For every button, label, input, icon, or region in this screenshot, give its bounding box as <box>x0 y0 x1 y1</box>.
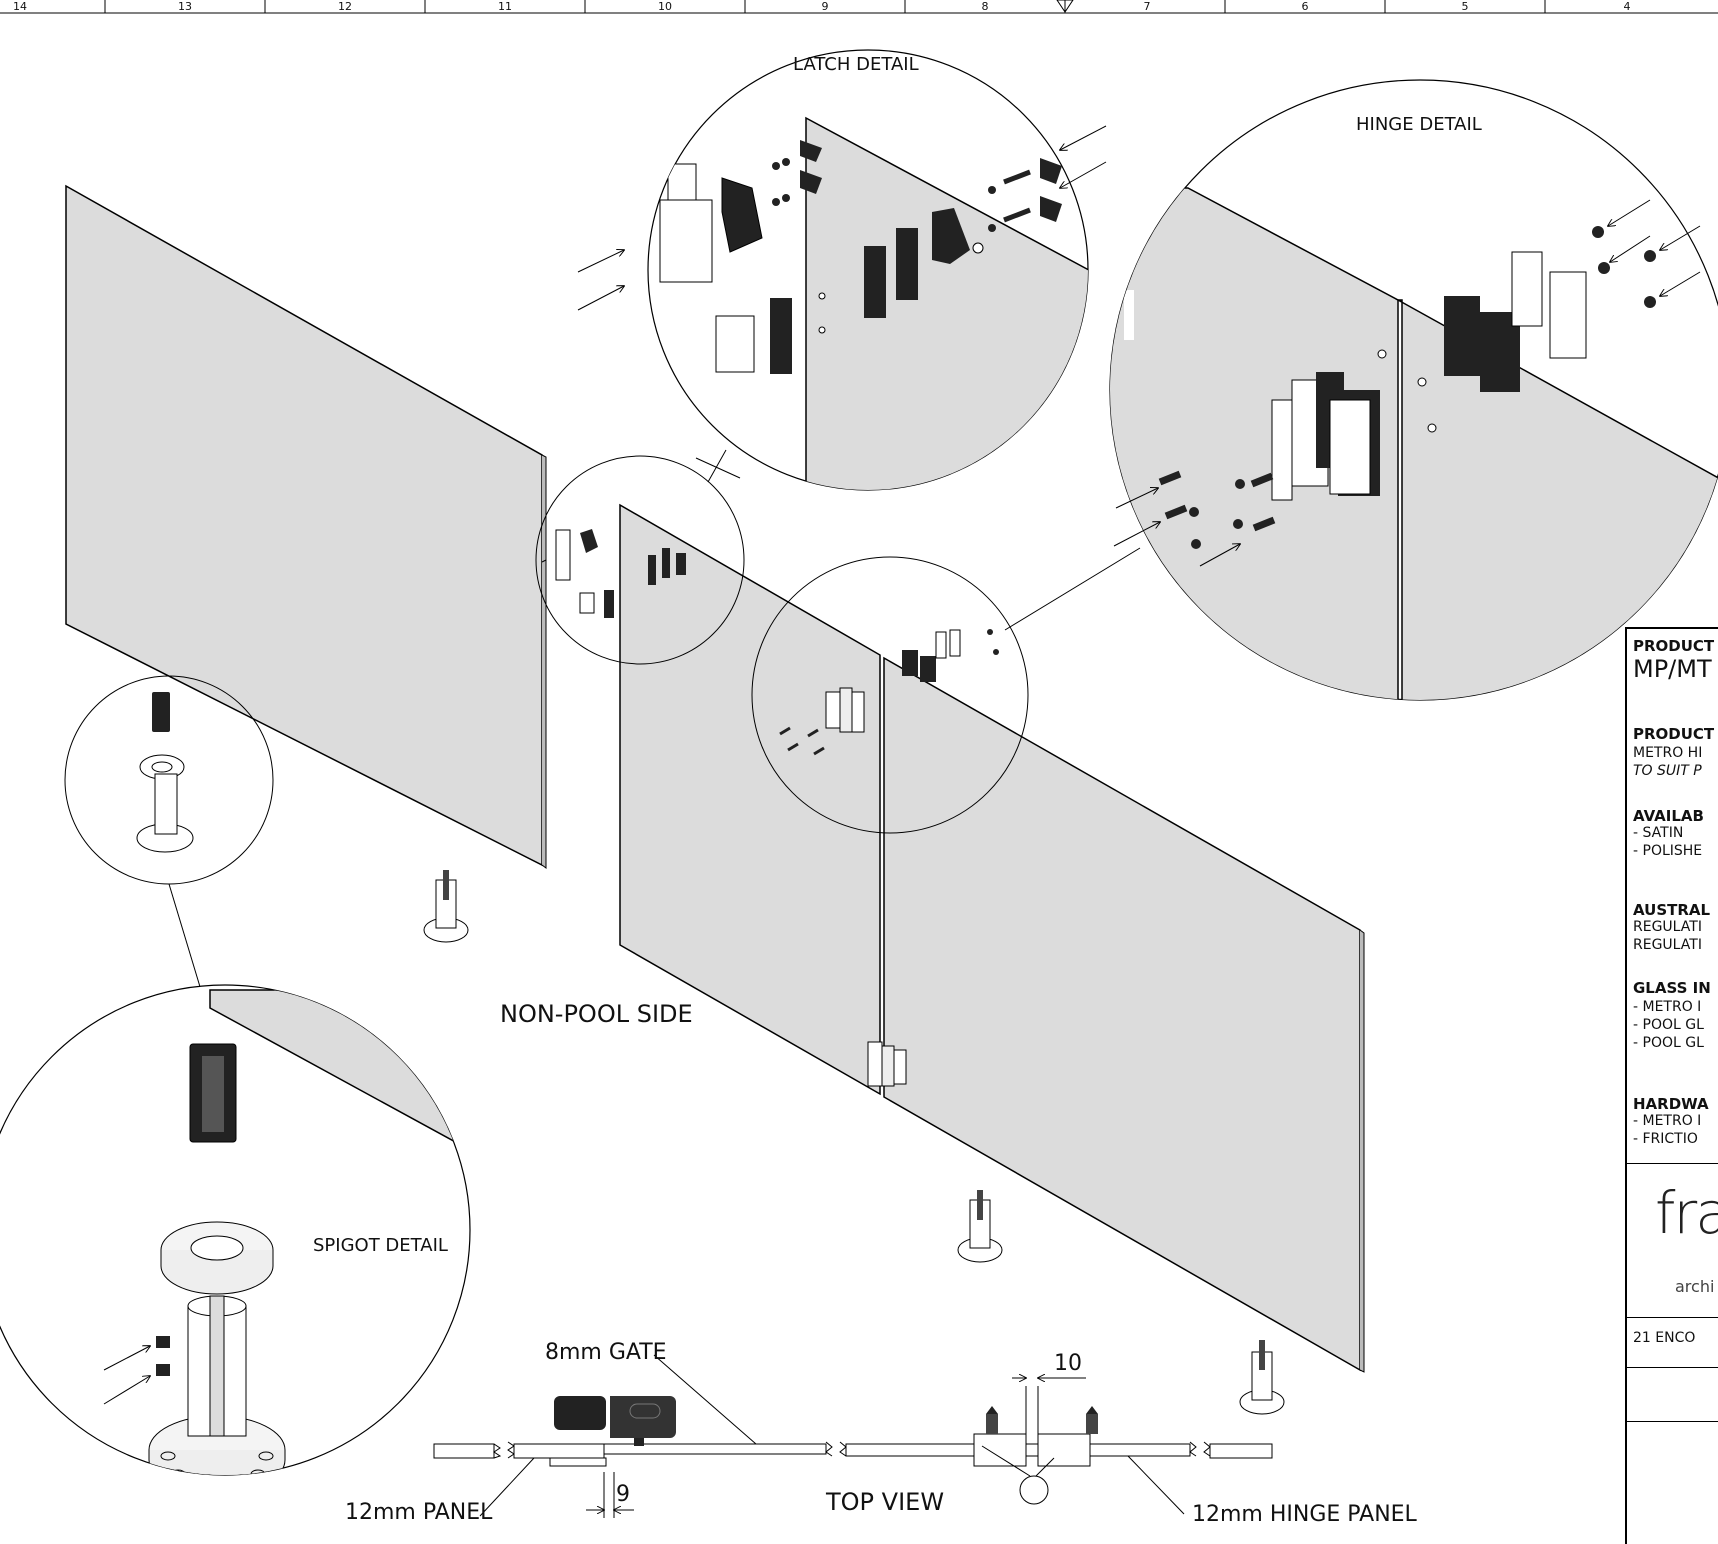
ruler-number: 12 <box>338 0 352 13</box>
lower-hinge <box>867 1041 907 1087</box>
hinge-detail <box>1109 79 1718 701</box>
top-view-label: TOP VIEW <box>826 1488 945 1516</box>
hinge-panel-12mm-label: 12mm HINGE PANEL <box>1192 1502 1417 1527</box>
leader-lines <box>707 449 1141 631</box>
hinge-detail-label: HINGE DETAIL <box>1356 114 1482 135</box>
ruler-number: 14 <box>13 0 27 13</box>
dimension-10-label: 10 <box>1054 1351 1082 1376</box>
glass-item-3: - POOL GL <box>1633 1035 1704 1051</box>
ruler-number: 7 <box>1143 0 1151 13</box>
australian-heading: AUSTRAL <box>1633 901 1711 919</box>
hardware-item-1: - METRO I <box>1633 1113 1702 1129</box>
spigot-callout-circle <box>64 675 274 1011</box>
top-ruler <box>0 0 1718 14</box>
gate-8mm-label: 8mm GATE <box>545 1340 667 1365</box>
panel-12mm-label: 12mm PANEL <box>345 1500 493 1525</box>
top-view <box>433 1354 1273 1518</box>
ruler-number: 5 <box>1461 0 1469 13</box>
product-line-2: TO SUIT P <box>1633 763 1702 779</box>
product-code: MP/MT <box>1633 655 1712 683</box>
glass-item-2: - POOL GL <box>1633 1017 1704 1033</box>
product-code-heading: PRODUCT <box>1633 637 1715 655</box>
gate-panel <box>619 503 881 1096</box>
product-heading: PRODUCT <box>1633 725 1715 743</box>
glass-item-1: - METRO I <box>1633 999 1702 1015</box>
ruler-number: 6 <box>1301 0 1309 13</box>
ruler-number: 11 <box>498 0 512 13</box>
latch-detail <box>577 49 1107 491</box>
dimension-9-label: 9 <box>616 1482 630 1507</box>
title-block: PRODUCT MP/MT PRODUCT METRO HI TO SUIT P… <box>1625 627 1718 1544</box>
spigot-detail <box>0 984 471 1476</box>
ruler-number: 4 <box>1623 0 1631 13</box>
regulation-1: REGULATI <box>1633 919 1702 935</box>
spigot-model-3 <box>1239 1340 1285 1415</box>
ruler-number: 8 <box>981 0 989 13</box>
ruler-number: 9 <box>821 0 829 13</box>
company-logo: fra <box>1655 1179 1718 1247</box>
latch-callout-circle <box>535 455 745 665</box>
spigot-model-2 <box>957 1190 1003 1263</box>
hardware-item-2: - FRICTIO <box>1633 1131 1698 1147</box>
ruler-number: 10 <box>658 0 672 13</box>
hinge-callout-circle <box>751 556 1029 834</box>
regulation-2: REGULATI <box>1633 937 1702 953</box>
non-pool-side-label: NON-POOL SIDE <box>500 1000 693 1028</box>
hinge-panel <box>883 656 1365 1373</box>
latch-detail-label: LATCH DETAIL <box>793 54 919 75</box>
finish-satin: - SATIN <box>1633 825 1684 841</box>
hardware-heading: HARDWA <box>1633 1095 1709 1113</box>
company-address: 21 ENCO <box>1633 1330 1696 1346</box>
ruler-number: 13 <box>178 0 192 13</box>
glass-panel-left <box>65 184 547 869</box>
company-logo-subtitle: archi <box>1675 1277 1715 1296</box>
finish-polished: - POLISHE <box>1633 843 1703 859</box>
glass-heading: GLASS IN <box>1633 979 1711 997</box>
availability-heading: AVAILAB <box>1633 807 1704 825</box>
product-line-1: METRO HI <box>1633 745 1703 761</box>
spigot-detail-label: SPIGOT DETAIL <box>313 1235 448 1256</box>
spigot-model-1 <box>423 870 469 943</box>
